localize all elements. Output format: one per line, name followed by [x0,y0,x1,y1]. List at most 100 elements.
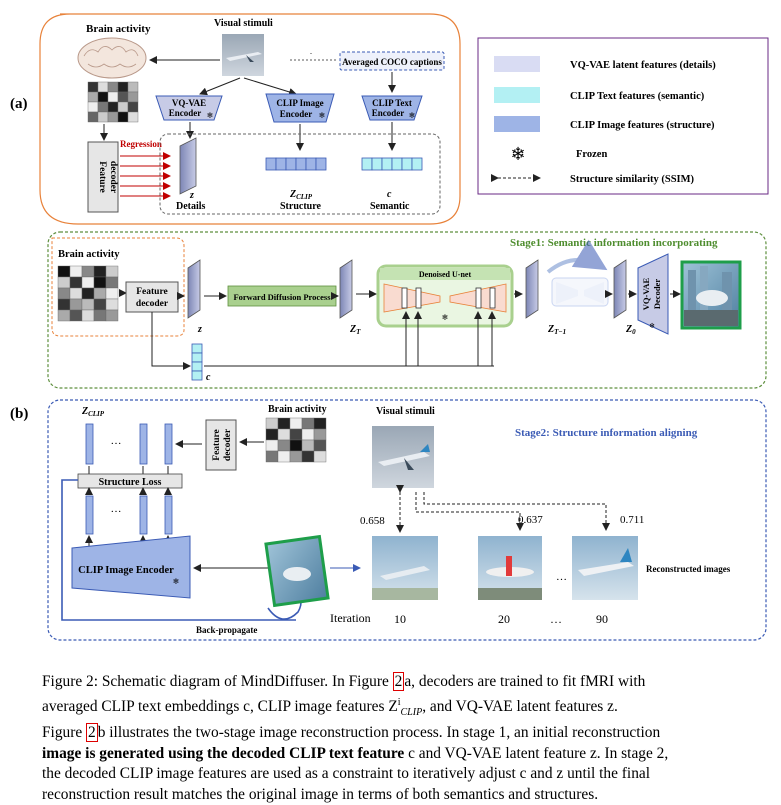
caption-line-4: image is generated using the decoded CLI… [42,744,669,762]
reconstruction-iter-90 [572,536,638,600]
panel-label-b: (b) [10,406,28,422]
panel-label-a: (a) [10,96,28,112]
regression-label: Regression [120,139,162,149]
snowflake-icon: ❄ [207,111,214,120]
reconstruction-iter-10 [372,536,438,600]
iteration-10: 10 [394,612,406,626]
back-propagate-label: Back-propagate [196,625,257,635]
s1-c-label: c [206,372,211,383]
backprop-path [61,479,296,621]
panel-a-border [39,13,461,225]
denoised-unet: Denoised U-net ❄ [376,264,514,328]
s1-c-bar [191,343,203,381]
s1-z0-label: Z0 [625,324,636,336]
iteration-90: 90 [596,612,608,626]
svg-text:Feature: Feature [136,287,167,297]
stage1-border [47,231,767,389]
a-brain-activity-label: Brain activity [86,23,151,35]
forward-diffusion-box: Forward Diffusion Process [227,285,337,307]
svg-text:VQ-VAE: VQ-VAE [641,277,651,310]
s1-reconstructed-image [680,260,742,330]
caption-line-1: Figure 2: Schematic diagram of MindDiffu… [42,672,646,691]
a-z-bar [179,137,197,195]
s1-zt1-label: ZT−1 [547,324,566,336]
s1-zt-bar [339,259,353,319]
caption-line-6: reconstruction result matches the origin… [42,785,599,803]
svg-text:decoder: decoder [223,428,233,461]
a-semantic-label: Semantic [370,201,410,212]
a-clip-text-encoder: CLIP Text Encoder ❄ [361,95,423,121]
stage2-title: Stage2: Structure information aligning [515,427,698,439]
stage2-border [47,399,767,641]
reconstruction-iter-20 [478,536,542,600]
brain-icon [77,37,147,79]
a-c-label: c [387,189,392,200]
figure-caption: Figure 2: Schematic diagram of MindDiffu… [42,672,768,805]
snowflake-icon: ❄ [409,111,416,120]
vqvae-decoder: VQ-VAE Decoder ❄ [637,253,669,335]
s2-current-reconstruction [264,534,330,608]
caption-line-2: averaged CLIP text embeddings c, CLIP im… [42,696,618,718]
figure-ref-link[interactable]: 2 [86,723,98,743]
ssim-arrows [396,485,610,533]
a-features-region [159,133,441,215]
caption-line-5: the decoded CLIP image features are used… [42,765,650,783]
legend-swatch-clip-text [494,87,540,103]
figure-diagram: (a) Brain activity Feature decoder Regre… [10,13,769,641]
iteration-ellipsis: … [550,612,562,626]
a-clip-image-encoder: CLIP Image Encoder ❄ [265,93,335,123]
s2-brain-matrix [265,417,327,463]
svg-text:Encoder: Encoder [372,108,405,118]
structure-loss-box: Structure Loss [77,473,183,489]
svg-text:Feature: Feature [97,161,107,192]
svg-text:Encoder: Encoder [169,108,202,118]
svg-text:CLIP Image Encoder: CLIP Image Encoder [78,565,174,576]
reconstructed-images-label: Reconstructed images [646,564,731,574]
iteration-20: 20 [498,612,510,626]
unet-repeat-icon [546,239,609,307]
svg-text:CLIP Image: CLIP Image [276,98,323,108]
figure-ref-link[interactable]: 2 [392,672,405,691]
ssim-value-10: 0.658 [360,515,385,527]
s2-ellipsis-top: … [111,435,122,447]
svg-text:.: . [310,47,312,56]
regression-arrows [120,152,171,200]
a-visual-stimuli-label: Visual stimuli [214,18,273,29]
snowflake-icon: ❄ [442,313,449,322]
snowflake-icon: ❄ [173,577,180,586]
stage1-brain-region [51,237,185,337]
s1-z-label: z [197,324,202,335]
legend-label-clip-text: CLIP Text features (semantic) [570,91,705,102]
legend-swatch-clip-image [494,116,540,132]
s1-feature-decoder: Feature decoder [125,281,179,313]
svg-text:CLIP Text: CLIP Text [372,98,412,108]
svg-text:decoder: decoder [136,299,169,309]
s2-zclip-columns [85,423,173,535]
svg-text:Averaged COCO captions: Averaged COCO captions [342,57,442,67]
legend-swatch-vqvae [494,56,540,72]
s1-zt-label: ZT [349,324,361,336]
s2-visual-stimuli-label: Visual stimuli [376,406,435,417]
a-details-label: Details [176,201,206,212]
s2-stimulus-image [372,426,434,488]
legend-label-clip-image: CLIP Image features (structure) [570,120,715,131]
stage1-title: Stage1: Semantic information incorporati… [510,237,718,249]
iteration-label: Iteration [330,611,371,625]
svg-text:Decoder: Decoder [652,279,662,309]
a-zclip-label: ZCLIP [289,189,313,201]
snowflake-icon: ❄ [319,111,326,120]
s1-brain-matrix [57,265,119,322]
legend-label-frozen: Frozen [576,149,607,160]
svg-text:decoder: decoder [108,161,118,194]
s1-z0-bar [613,259,627,319]
ssim-value-20: 0.637 [518,514,543,526]
s1-brain-activity-label: Brain activity [58,249,120,260]
legend-label-vqvae: VQ-VAE latent features (details) [570,60,716,71]
coco-captions-box: Averaged COCO captions [339,51,445,71]
svg-text:Encoder: Encoder [280,109,313,119]
s2-clip-image-encoder: CLIP Image Encoder ❄ [71,535,191,599]
a-feature-decoder: Feature decoder [87,141,119,213]
a-vqvae-encoder: VQ-VAE Encoder ❄ [155,95,223,121]
a-z-label: z [189,190,194,201]
